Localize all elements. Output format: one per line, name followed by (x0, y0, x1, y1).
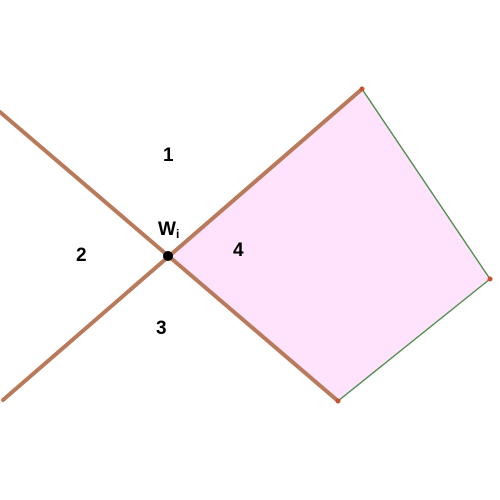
region-label-2: 2 (76, 245, 87, 266)
endpoint-dot-right (487, 276, 493, 282)
region-label-1: 1 (163, 145, 174, 166)
green-edge-bottom-right (337, 278, 491, 402)
vertex-label: Wi (158, 219, 179, 241)
vertex-dot (163, 251, 173, 261)
endpoint-dot-bottom (335, 398, 341, 404)
green-edge-top-right (361, 88, 491, 280)
endpoint-dot-top (359, 86, 365, 92)
shaded-region (168, 89, 490, 401)
brown-line-ascending (1, 87, 364, 402)
region-label-4: 4 (233, 240, 244, 261)
vertex-label-subscript: i (176, 227, 179, 241)
vertex-label-main: W (158, 219, 176, 240)
region-label-3: 3 (156, 318, 167, 339)
